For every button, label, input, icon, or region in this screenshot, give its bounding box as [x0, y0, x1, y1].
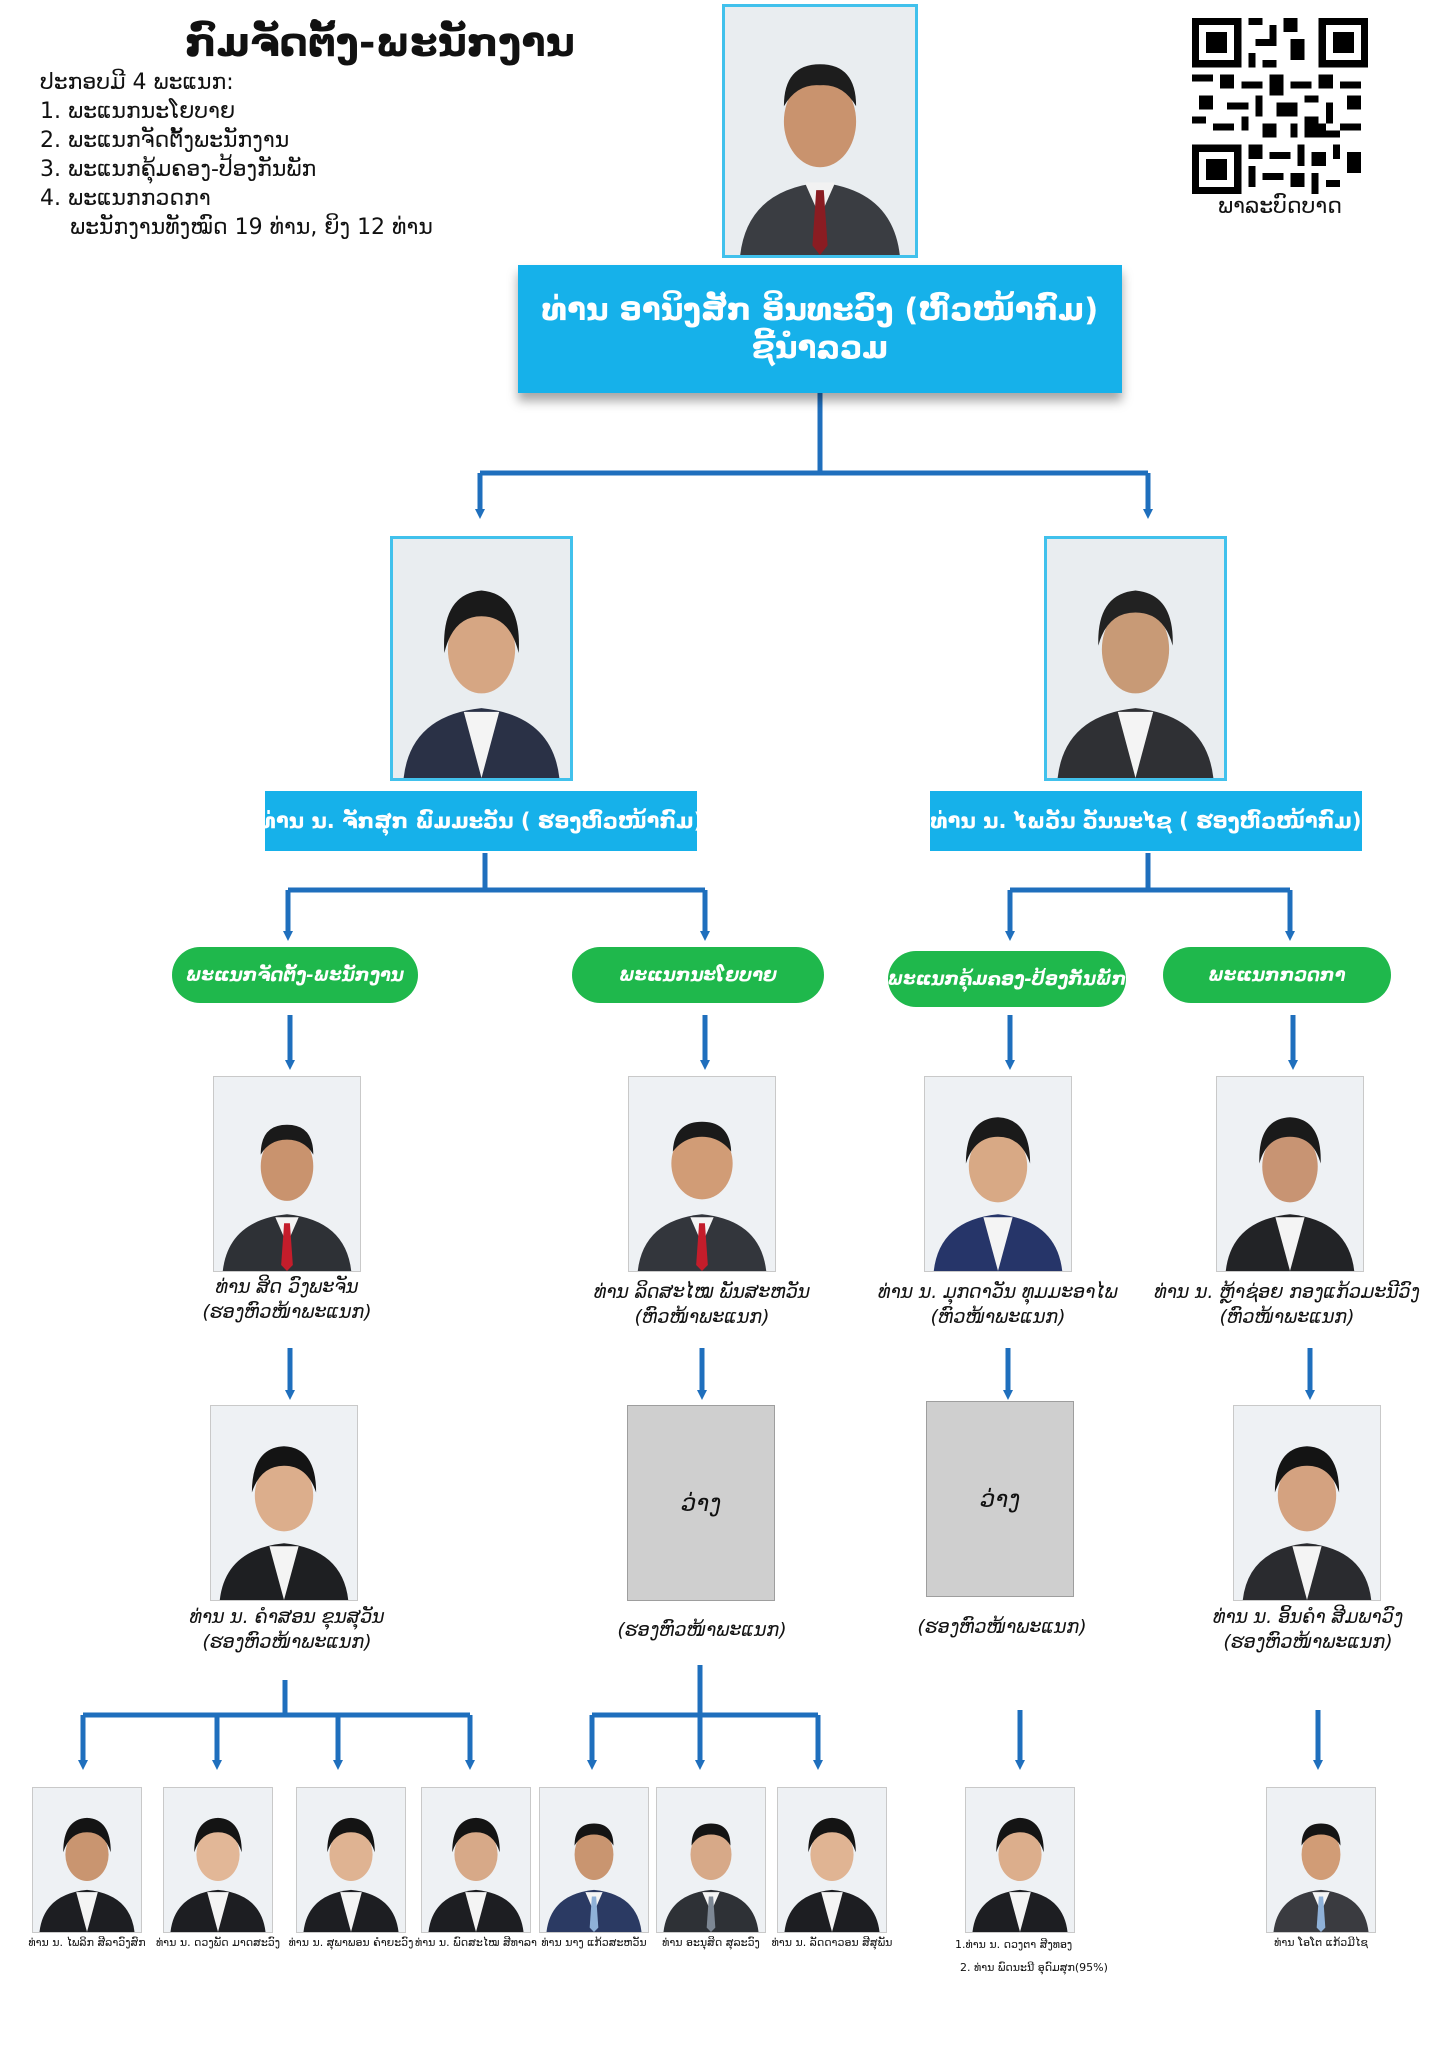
staff-role: (ຮອງຫົວໜ້າພະແນກ): [917, 1616, 1087, 1638]
staff-photo: [32, 1787, 142, 1933]
staff-photo: [1266, 1787, 1376, 1933]
staff-photo: [924, 1076, 1072, 1272]
staff-name-small: 1.ທ່ານ ນ. ດວງຕາ ສີງທອງ: [955, 1938, 1073, 1951]
staff-role: (ຮອງຫົວໜ້າພະແນກ): [1223, 1631, 1393, 1653]
unit-pill-policy: ພະແນກນະໂຍບາຍ: [572, 947, 824, 1003]
staff-name-small: ທ່ານ ນາງ ແກ້ວສະຫວັນ: [541, 1936, 647, 1949]
deputy-title-box: ທ່ານ ນ. ຈັກສຸກ ພົມມະວັນ ( ຮອງຫົວໜ້າກົມ): [259, 791, 703, 851]
staff-photo: [1216, 1076, 1364, 1272]
deputy-photo: [390, 536, 573, 781]
chief-title-box: ທ່ານ ອານິງສັກ ອິນທະວົງ (ຫົວໜ້າກົມ) ຊີ້ນຳ…: [518, 265, 1122, 393]
staff-photo: [539, 1787, 649, 1933]
staff-caption: ທ່ານ ນ. ອິ້ນຄຳ ສີມພາວົງ (ຮອງຫົວໜ້າພະແນກ): [1190, 1605, 1426, 1655]
department-summary: ປະກອບມີ 4 ພະແນກ: 1. ພະແນກນະໂຍບາຍ 2. ພະແນ…: [40, 68, 433, 242]
staff-photo: [296, 1787, 406, 1933]
staff-name: ທ່ານ ນ. ມຸກດາວັນ ທຸມມະອາໄພ: [878, 1281, 1118, 1303]
qr-code[interactable]: [1192, 18, 1368, 194]
staff-name-small: ທ່ານ ອະນຸສິດ ສຸລະວົງ: [662, 1936, 760, 1949]
staff-photo: [777, 1787, 887, 1933]
staff-caption: ທ່ານ ສິດ ວົງພະຈັນ (ຮອງຫົວໜ້າພະແນກ): [170, 1275, 404, 1325]
staff-role: (ຫົວໜ້າພະແນກ): [634, 1306, 770, 1328]
staff-photo: [965, 1787, 1075, 1933]
staff-photo: [1233, 1405, 1381, 1601]
staff-name-small: ທ່ານ ນ. ໄພລິກ ສີລາວົງສົກ: [28, 1936, 146, 1949]
staff-caption: ທ່ານ ນ. ມຸກດາວັນ ທຸມມະອາໄພ (ຫົວໜ້າພະແນກ): [870, 1280, 1126, 1330]
staff-name-small: ທ່ານ ໂອໂຕ ແກ້ວມີໄຊ: [1274, 1936, 1368, 1949]
staff-role: (ຮອງຫົວໜ້າພະແນກ): [202, 1301, 372, 1323]
staff-caption: ທ່ານ ນ. ຫຼ້າຊ່ອຍ ກອງແກ້ວມະນີວົງ (ຫົວໜ້າພ…: [1142, 1280, 1432, 1330]
staff-name: ທ່ານ ລິດສະໄໝ ພັນສະຫວັນ: [593, 1281, 811, 1303]
deputy-title-box: ທ່ານ ນ. ໄພວັນ ວັນນະໄຊ ( ຮອງຫົວໜ້າກົມ): [930, 791, 1362, 851]
chief-photo: [722, 4, 918, 258]
staff-name-small: 2. ທ່ານ ພົດນະນີ ອຸດົມສຸກ(95%): [960, 1961, 1108, 1974]
staff-name-small: ທ່ານ ນ. ພົດສະໄໝ ສີທາລາ: [415, 1936, 537, 1949]
unit-pill-organization: ພະແນກຈັດຕັ້ງ-ພະນັກງານ: [172, 947, 418, 1003]
intro-text: ປະກອບມີ 4 ພະແນກ:: [40, 70, 234, 95]
staff-role: (ຮອງຫົວໜ້າພະແນກ): [617, 1619, 787, 1641]
staff-role: (ຮອງຫົວໜ້າພະແນກ): [202, 1631, 372, 1653]
vacant-photo-placeholder: ວ່າງ: [627, 1405, 775, 1601]
staff-name: ທ່ານ ສິດ ວົງພະຈັນ: [215, 1276, 359, 1298]
staff-photo: [421, 1787, 531, 1933]
staff-caption: ທ່ານ ນ. ຄຳສອນ ຂຸນສຸວັນ (ຮອງຫົວໜ້າພະແນກ): [170, 1605, 404, 1655]
department-item: 4. ພະແນກກວດກາ: [40, 186, 211, 211]
staff-name: ທ່ານ ນ. ຄຳສອນ ຂຸນສຸວັນ: [189, 1606, 385, 1628]
staff-caption: ທ່ານ ລິດສະໄໝ ພັນສະຫວັນ (ຫົວໜ້າພະແນກ): [570, 1280, 834, 1330]
staff-name-small: ທ່ານ ນ. ລັດດາວອນ ສີສຸພັນ: [771, 1936, 893, 1949]
page-title: ກົມຈັດຕັ້ງ-ພະນັກງານ: [185, 20, 575, 66]
staff-name: ທ່ານ ນ. ຫຼ້າຊ່ອຍ ກອງແກ້ວມະນີວົງ: [1154, 1281, 1420, 1303]
staff-name-small: ທ່ານ ນ. ດວງພັດ ມາດສະວົງ: [155, 1936, 281, 1949]
chief-role: ຊີ້ນຳລວມ: [751, 330, 889, 366]
unit-pill-party-protection: ພະແນກຄຸ້ມຄອງ-ປ້ອງກັນພັກ: [888, 951, 1126, 1007]
staff-role: (ຫົວໜ້າພະແນກ): [1219, 1306, 1355, 1328]
department-item: 3. ພະແນກຄຸ້ມຄອງ-ປ້ອງກັນພັກ: [40, 157, 317, 182]
department-item: 1. ພະແນກນະໂຍບາຍ: [40, 99, 236, 124]
unit-pill-inspection: ພະແນກກວດກາ: [1163, 947, 1391, 1003]
deputy-photo: [1044, 536, 1227, 781]
staff-name-small: ທ່ານ ນ. ສຸພາພອນ ຄຳຍະວົງ: [288, 1936, 414, 1949]
staff-photo: [163, 1787, 273, 1933]
vacant-photo-placeholder: ວ່າງ: [926, 1401, 1074, 1597]
chief-name: ທ່ານ ອານິງສັກ ອິນທະວົງ (ຫົວໜ້າກົມ): [541, 292, 1099, 328]
staff-name: ທ່ານ ນ. ອິ້ນຄຳ ສີມພາວົງ: [1213, 1606, 1403, 1628]
staff-photo: [213, 1076, 361, 1272]
staff-role: (ຫົວໜ້າພະແນກ): [930, 1306, 1066, 1328]
staff-photo: [210, 1405, 358, 1601]
staff-photo: [656, 1787, 766, 1933]
staff-photo: [628, 1076, 776, 1272]
department-item: 2. ພະແນກຈັດຕັ້ງພະນັກງານ: [40, 128, 290, 153]
qr-label: ພາລະບົດບາດ: [1218, 194, 1342, 219]
staff-summary: ພະນັກງານທັງໝົດ 19 ທ່ານ, ຍິງ 12 ທ່ານ: [70, 215, 433, 240]
